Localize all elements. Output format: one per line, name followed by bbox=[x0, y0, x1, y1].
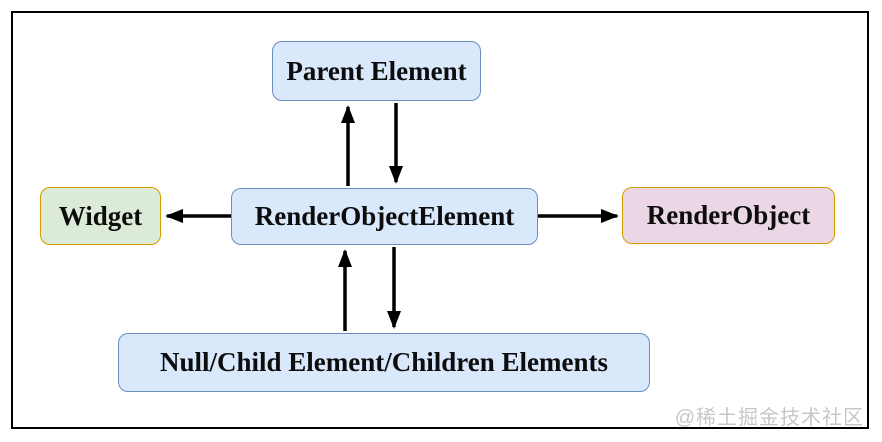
node-null-child-children-elements: Null/Child Element/Children Elements bbox=[118, 333, 650, 392]
node-widget: Widget bbox=[40, 187, 161, 245]
node-parent-element: Parent Element bbox=[272, 41, 481, 101]
node-render-object-element: RenderObjectElement bbox=[231, 188, 538, 245]
node-render-object-element-label: RenderObjectElement bbox=[254, 201, 515, 231]
node-null-child-children-elements-label: Null/Child Element/Children Elements bbox=[159, 347, 609, 377]
watermark: @稀土掘金技术社区 bbox=[674, 407, 864, 429]
node-widget-label: Widget bbox=[58, 200, 143, 231]
diagram-frame bbox=[11, 11, 869, 429]
node-render-object-label: RenderObject bbox=[646, 200, 811, 230]
node-render-object: RenderObject bbox=[622, 187, 835, 244]
node-parent-element-label: Parent Element bbox=[286, 55, 467, 86]
